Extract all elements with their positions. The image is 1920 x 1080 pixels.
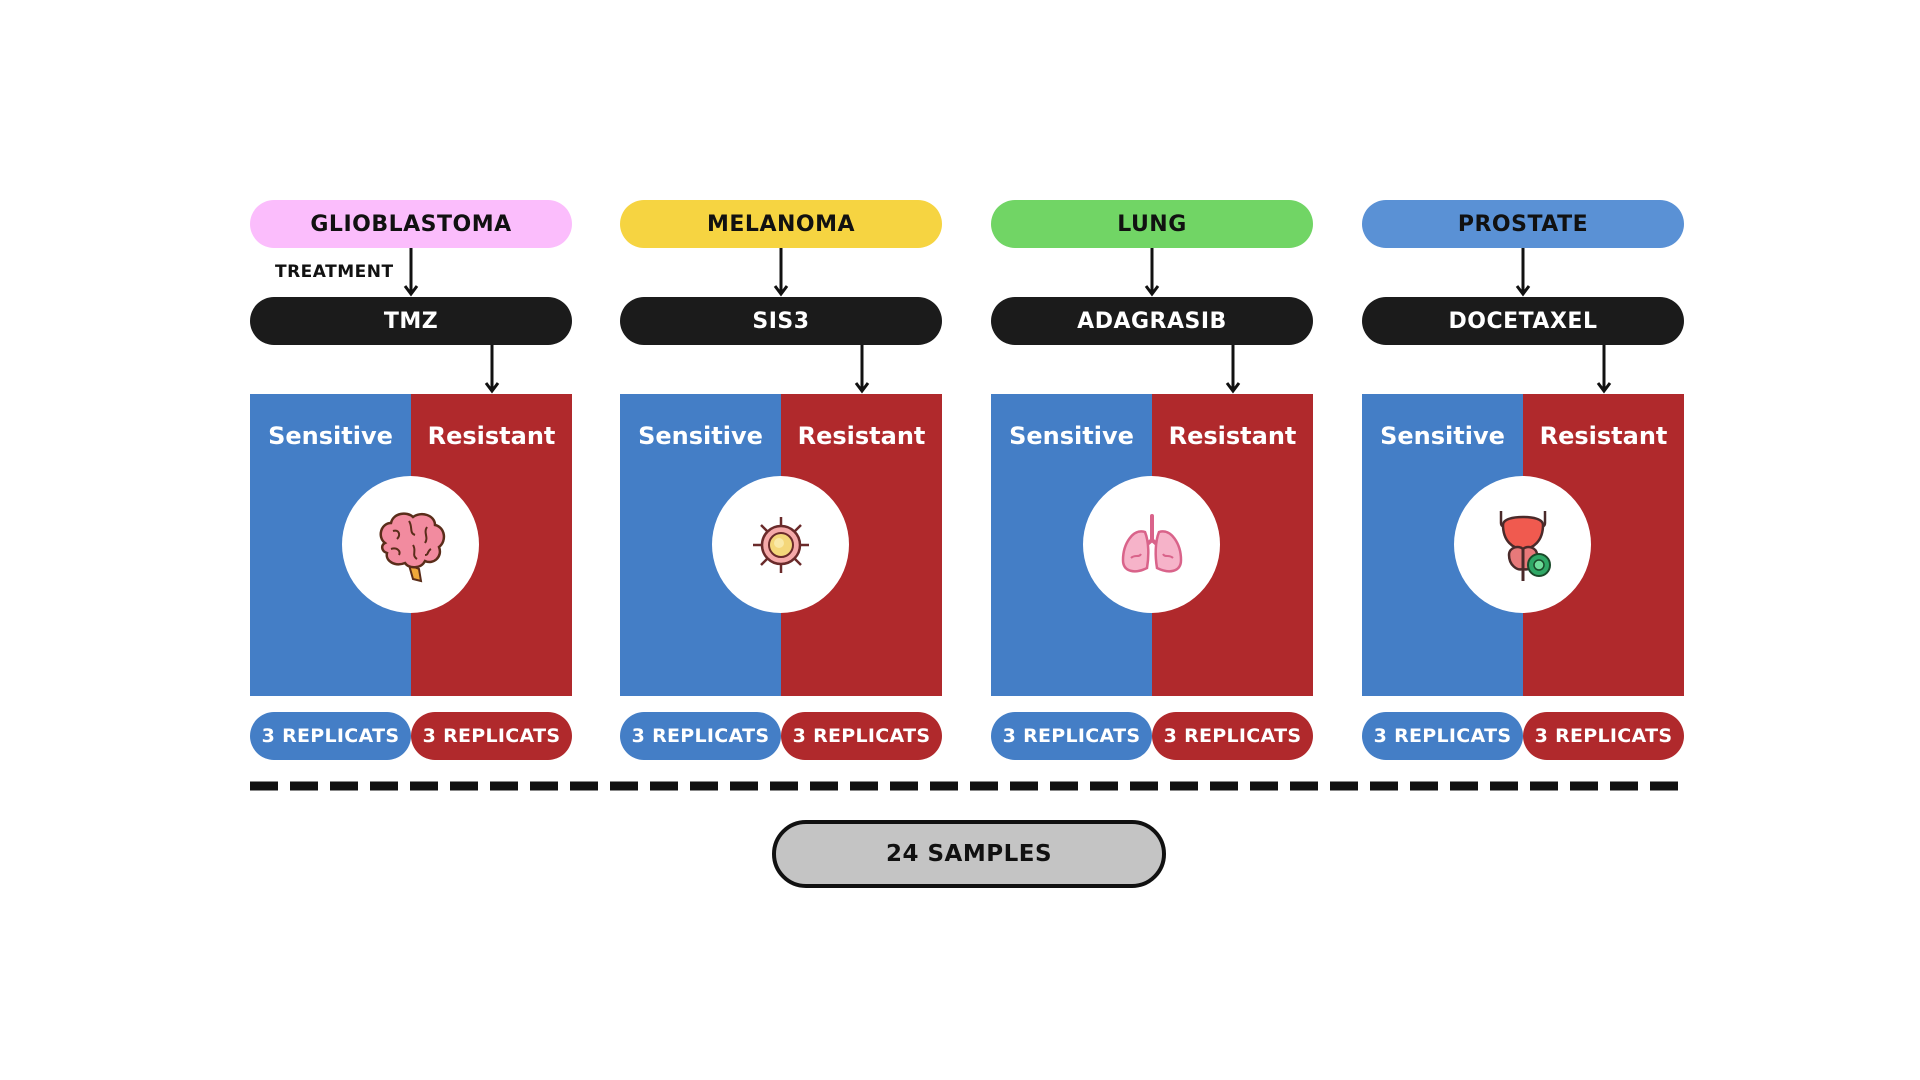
- condition-panel: Sensitive Resistant: [1362, 394, 1684, 696]
- arrow-down-icon: [484, 345, 500, 394]
- prostate-icon: [1499, 510, 1551, 581]
- arrow-down-icon: [1144, 248, 1160, 297]
- arrow-down-icon: [1225, 345, 1241, 394]
- arrow-down-icon: [1515, 248, 1531, 297]
- group-melanoma: MELANOMA SIS3 Sensitive Resistant 3 R: [620, 200, 942, 760]
- sensitive-replicates-pill: 3 REPLICATS: [620, 712, 781, 760]
- drug-pill: SIS3: [620, 297, 942, 345]
- sensitive-replicates-pill: 3 REPLICATS: [250, 712, 411, 760]
- sensitive-label: Sensitive: [638, 422, 763, 450]
- arrow-down-icon: [773, 248, 789, 297]
- resistant-label: Resistant: [1168, 422, 1297, 450]
- condition-panel: Sensitive Resistant: [620, 394, 942, 696]
- icon-circle: [712, 476, 849, 613]
- condition-panel: Sensitive Resistant: [250, 394, 572, 696]
- treatment-label: TREATMENT: [275, 262, 394, 282]
- resistant-replicates-pill: 3 REPLICATS: [1523, 712, 1684, 760]
- resistant-replicates-pill: 3 REPLICATS: [1152, 712, 1313, 760]
- group-lung: LUNG ADAGRASIB Sensitive Resistant 3 REP…: [991, 200, 1313, 760]
- resistant-replicates-pill: 3 REPLICATS: [781, 712, 942, 760]
- cancer-pill: GLIOBLASTOMA: [250, 200, 572, 248]
- drug-pill: ADAGRASIB: [991, 297, 1313, 345]
- group-glioblastoma: GLIOBLASTOMA TREATMENT TMZ Sensitive Res…: [250, 200, 572, 760]
- arrow-down-icon: [403, 248, 419, 297]
- icon-circle: [342, 476, 479, 613]
- drug-pill: DOCETAXEL: [1362, 297, 1684, 345]
- arrow-down-icon: [854, 345, 870, 394]
- arrow-down-icon: [1596, 345, 1612, 394]
- sensitive-label: Sensitive: [1380, 422, 1505, 450]
- icon-circle: [1454, 476, 1591, 613]
- group-prostate: PROSTATE DOCETAXEL Sensitive Resistant 3…: [1362, 200, 1684, 760]
- resistant-label: Resistant: [797, 422, 926, 450]
- resistant-replicates-pill: 3 REPLICATS: [411, 712, 572, 760]
- lungs-icon: [1121, 513, 1182, 573]
- sensitive-replicates-pill: 3 REPLICATS: [1362, 712, 1523, 760]
- sensitive-replicates-pill: 3 REPLICATS: [991, 712, 1152, 760]
- cancer-pill: LUNG: [991, 200, 1313, 248]
- icon-circle: [1083, 476, 1220, 613]
- sensitive-half: Sensitive: [620, 394, 781, 696]
- drug-pill: TMZ: [250, 297, 572, 345]
- cancer-pill: PROSTATE: [1362, 200, 1684, 248]
- brain-icon: [379, 511, 445, 582]
- total-samples-pill: 24 SAMPLES: [772, 820, 1166, 888]
- condition-panel: Sensitive Resistant: [991, 394, 1313, 696]
- resistant-label: Resistant: [1539, 422, 1668, 450]
- cancer-pill: MELANOMA: [620, 200, 942, 248]
- resistant-label: Resistant: [427, 422, 556, 450]
- dashed-divider: [250, 781, 1684, 791]
- sensitive-label: Sensitive: [268, 422, 393, 450]
- cancer-cell-icon: [752, 516, 809, 573]
- sensitive-label: Sensitive: [1009, 422, 1134, 450]
